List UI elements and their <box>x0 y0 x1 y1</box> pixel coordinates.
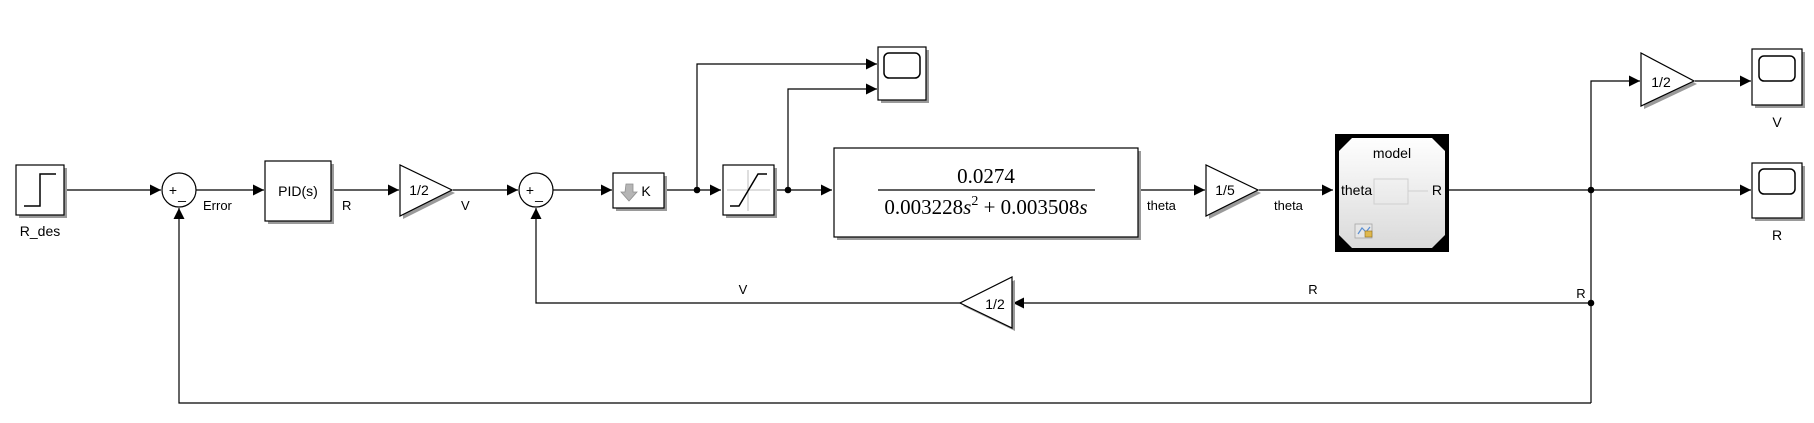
wire-outer-feedback[interactable] <box>173 208 1591 404</box>
gain15-text: 1/5 <box>1215 182 1235 198</box>
model-output-port-label: R <box>1432 182 1442 198</box>
tf-numerator: 0.0274 <box>957 164 1015 188</box>
scope-r-label: R <box>1772 227 1782 243</box>
wire-branch-to-gainTop[interactable] <box>1590 75 1640 190</box>
sum1-sign-minus: _ <box>177 186 186 202</box>
signal-label-error: Error <box>203 198 233 213</box>
scope-v-label: V <box>1772 114 1782 130</box>
step-block-label: R_des <box>20 223 60 239</box>
wire-branch-to-scope-top2[interactable] <box>787 83 877 190</box>
scope-block-r[interactable] <box>1751 162 1805 221</box>
gain-block-feedback[interactable]: 1/2 <box>958 276 1015 331</box>
step-block[interactable] <box>15 164 67 218</box>
sum2-sign-minus: _ <box>534 186 543 202</box>
scope-block-v[interactable] <box>1751 48 1805 108</box>
step-icon <box>24 173 56 207</box>
branch-point <box>693 186 701 194</box>
gain-block-15[interactable]: 1/5 <box>1205 164 1261 219</box>
branch-point <box>784 186 792 194</box>
model-input-port-label: theta <box>1341 182 1372 198</box>
signal-label-r: R <box>342 198 351 213</box>
scope-icon <box>1758 55 1796 82</box>
signal-labels: Error R V theta theta V R R <box>203 198 1586 301</box>
wire-branch-to-scope-top1[interactable] <box>696 58 877 190</box>
scope-block-top[interactable] <box>877 46 929 103</box>
gain-k-block[interactable]: K <box>612 172 667 211</box>
junction-dots <box>693 186 1595 307</box>
sum1-sign-plus: + <box>169 182 177 198</box>
branch-point <box>1587 186 1595 194</box>
wire-gainFb-to-sum2[interactable] <box>530 208 961 304</box>
gain-top-text: 1/2 <box>1651 74 1671 90</box>
signal-label-r-feedback: R <box>1308 282 1317 297</box>
gain-block-top[interactable]: 1/2 <box>1640 52 1697 109</box>
signal-label-v: V <box>461 198 470 213</box>
sum2-sign-plus: + <box>526 182 534 198</box>
gain-feedback-text: 1/2 <box>985 296 1005 312</box>
signal-label-v-feedback: V <box>739 282 748 297</box>
saturation-icon <box>730 173 767 207</box>
signal-label-theta-2: theta <box>1274 198 1304 213</box>
scope-icon <box>1758 168 1796 195</box>
arrow-down-icon <box>620 183 638 202</box>
signal-label-theta-1: theta <box>1147 198 1177 213</box>
model-title: model <box>1373 145 1411 161</box>
tf-denominator: 0.003228s2 + 0.003508s <box>884 194 1087 219</box>
model-link-icon <box>1354 223 1373 239</box>
gain-block-1[interactable]: 1/2 <box>399 164 455 219</box>
scope-icon <box>883 52 921 79</box>
saturation-block[interactable] <box>722 164 777 218</box>
sum-block-2[interactable]: + _ <box>518 172 554 208</box>
pid-block[interactable]: PID(s) <box>264 160 334 224</box>
signal-label-r-branch: R <box>1576 286 1585 301</box>
pid-block-text: PID(s) <box>278 183 318 199</box>
gain1-text: 1/2 <box>409 182 429 198</box>
gain-k-text: K <box>641 183 651 199</box>
signal-lines <box>63 58 1751 404</box>
sum-block-1[interactable]: + _ <box>161 172 197 208</box>
transfer-fcn-block[interactable]: 0.0274 0.003228s2 + 0.003508s <box>833 147 1141 240</box>
model-reference-block[interactable]: model theta R <box>1335 134 1449 252</box>
branch-point <box>1587 299 1595 307</box>
